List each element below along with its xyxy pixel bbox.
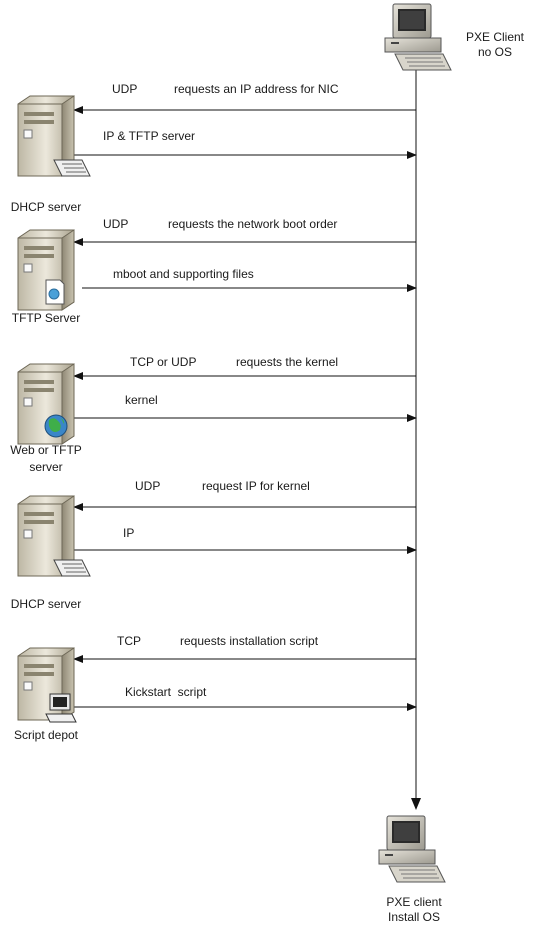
server-label-tftp: TFTP Server: [11, 311, 81, 325]
pxe-client-bottom-label-line1: PXE client: [386, 895, 442, 909]
lifeline-end-arrowhead: [411, 798, 421, 810]
message-text: requests the network boot order: [168, 217, 338, 231]
server-label-web-line2: server: [29, 460, 63, 474]
web-server-icon: [17, 363, 75, 445]
message-arrows: [70, 106, 417, 711]
dhcp-server-2-icon: [17, 495, 91, 577]
server-label-script-depot: Script depot: [13, 728, 79, 742]
server-label-dhcp-2: DHCP server: [10, 597, 82, 611]
message-protocol: UDP: [135, 479, 161, 493]
pxe-client-top-label-line1: PXE Client: [465, 30, 525, 44]
message-text: IP: [123, 526, 135, 540]
message-text: Kickstart script: [125, 685, 207, 699]
message-protocol: TCP or UDP: [130, 355, 197, 369]
message-protocol: UDP: [112, 82, 138, 96]
pxe-client-bottom-computer-icon: [378, 815, 446, 883]
message-text: requests the kernel: [236, 355, 339, 369]
message-text: requests installation script: [180, 634, 319, 648]
tftp-server-icon: [17, 229, 75, 311]
message-text: mboot and supporting files: [113, 267, 254, 281]
server-label-dhcp: DHCP server: [10, 200, 82, 214]
script-depot-server-icon: [17, 647, 77, 723]
pxe-client-top-computer-icon: [384, 3, 452, 71]
message-text: IP & TFTP server: [103, 129, 196, 143]
message-text: kernel: [125, 393, 158, 407]
pxe-client-bottom-label-line2: Install OS: [387, 910, 441, 924]
message-text: request IP for kernel: [202, 479, 310, 493]
server-label-web-line1: Web or TFTP: [10, 443, 82, 457]
message-protocol: TCP: [117, 634, 141, 648]
message-text: requests an IP address for NIC: [174, 82, 339, 96]
dhcp-server-icon: [17, 95, 91, 177]
message-protocol: UDP: [103, 217, 129, 231]
pxe-client-top-label-line2: no OS: [477, 45, 513, 59]
